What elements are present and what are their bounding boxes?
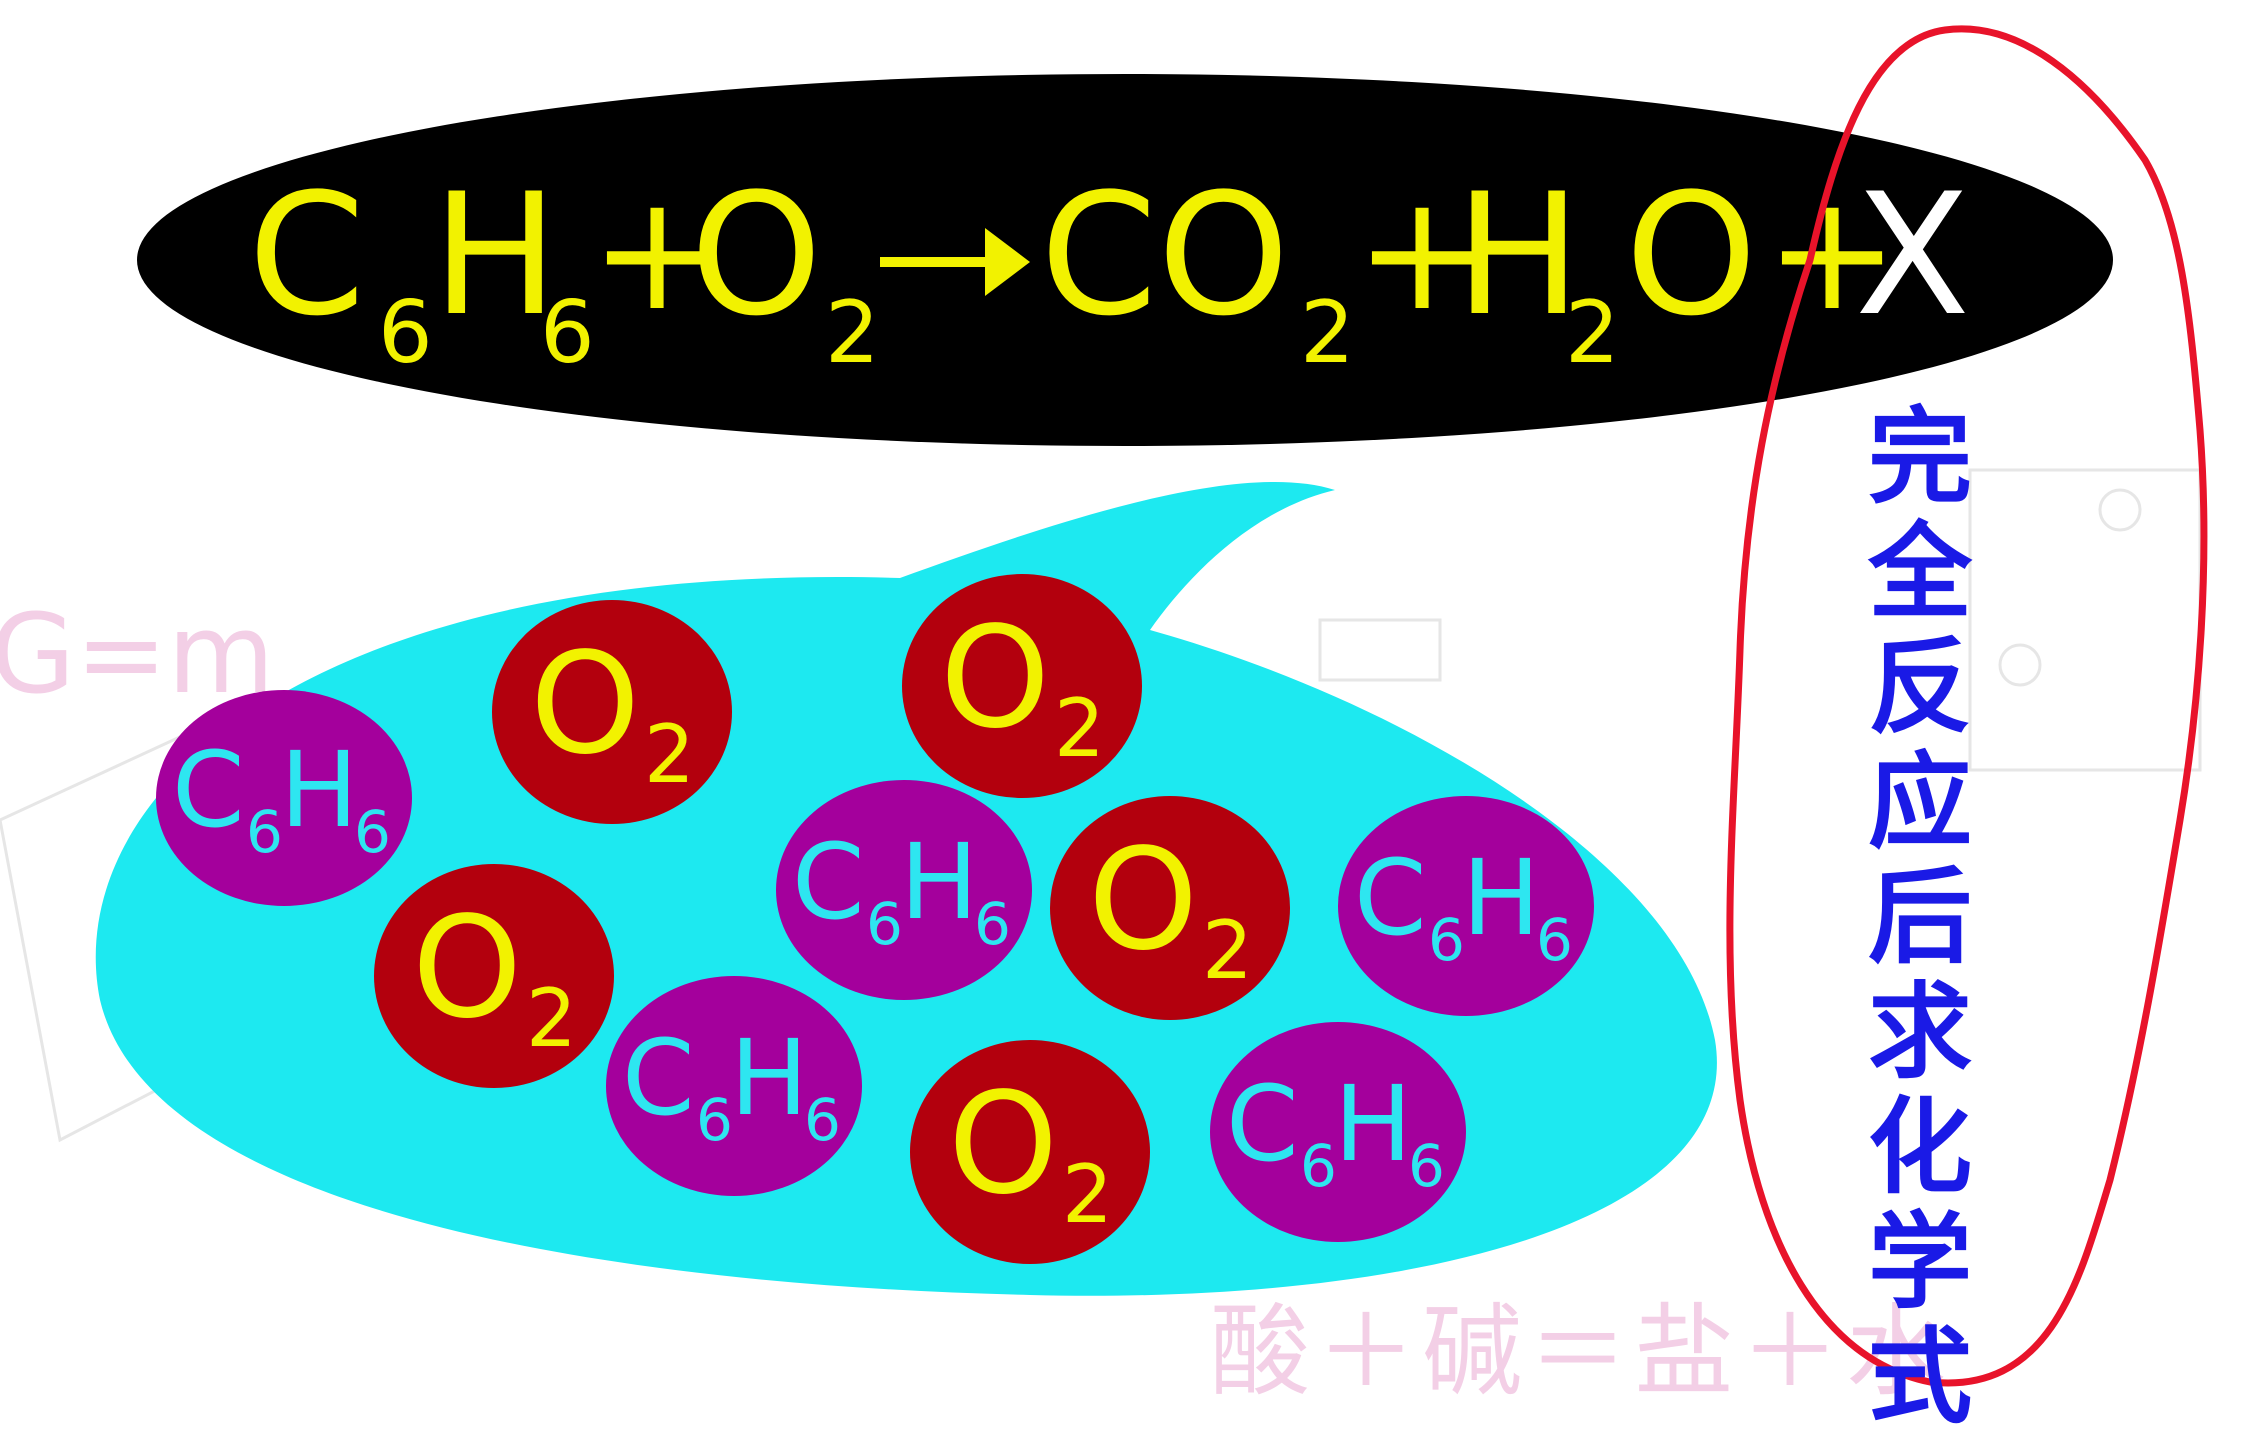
c6h6-h: H (1334, 1063, 1412, 1185)
c6h6-h: H (730, 1017, 808, 1139)
eq-h2o-h: H (1455, 157, 1581, 353)
eq-h2o-sub: 2 (1565, 283, 1620, 383)
o2-subscript: 2 (1054, 682, 1105, 775)
c6h6-sub2: 6 (974, 890, 1011, 958)
eq-o2-sub: 2 (825, 283, 880, 383)
red-circle-annotation (1726, 25, 2208, 1387)
o2-molecule-3: O 2 (374, 864, 614, 1088)
eq-c6h6-sub2: 6 (540, 283, 595, 383)
c6h6-c: C (1226, 1063, 1299, 1185)
watermark-formula: G=m (0, 590, 275, 718)
o2-label: O (412, 887, 522, 1050)
c6h6-c: C (1354, 837, 1427, 959)
eq-c6h6-c: C (248, 157, 365, 353)
o2-subscript: 2 (644, 708, 695, 801)
o2-molecule-1: O 2 (492, 600, 732, 824)
c6h6-sub1: 6 (1300, 1132, 1337, 1200)
chemical-equation: C 6 H 6 + O 2 CO 2 + H 2 O + X (248, 157, 1970, 383)
eq-o2-o: O (690, 157, 822, 353)
eq-unknown-x: X (1855, 157, 1970, 353)
note-char: 式 (1868, 1316, 1973, 1438)
arrow-head-icon (985, 228, 1030, 296)
c6h6-sub1: 6 (1428, 906, 1465, 974)
o2-subscript: 2 (1202, 904, 1253, 997)
o2-label: O (940, 597, 1050, 760)
note-char: 学 (1868, 1201, 1973, 1323)
c6h6-sub2: 6 (1408, 1132, 1445, 1200)
c6h6-h: H (900, 821, 978, 943)
c6h6-h: H (280, 729, 358, 851)
o2-molecule-2: O 2 (902, 574, 1142, 798)
c6h6-sub2: 6 (354, 798, 391, 866)
eq-plus-2: + (1355, 159, 1489, 346)
c6h6-sub1: 6 (866, 890, 903, 958)
c6h6-sub2: 6 (804, 1086, 841, 1154)
o2-subscript: 2 (526, 972, 577, 1065)
vertical-instruction-note: 完全反应后求化学式 (1868, 396, 1973, 1438)
c6h6-c: C (792, 821, 865, 943)
o2-molecule-4: O 2 (1050, 796, 1290, 1020)
note-char: 后 (1868, 856, 1973, 978)
eq-h2o-o: O (1625, 157, 1757, 353)
note-char: 求 (1868, 971, 1973, 1093)
note-char: 反 (1868, 626, 1973, 748)
c6h6-c: C (172, 729, 245, 851)
eq-c6h6-h: H (432, 157, 558, 353)
equation-banner (137, 74, 2113, 446)
c6h6-molecule-5: C 6 H 6 (1210, 1022, 1466, 1242)
c6h6-sub1: 6 (696, 1086, 733, 1154)
note-char: 完 (1868, 396, 1973, 518)
c6h6-h: H (1462, 837, 1540, 959)
eq-co2-sub: 2 (1300, 283, 1355, 383)
c6h6-molecule-1: C 6 H 6 (156, 690, 412, 906)
eq-co2-co: CO (1040, 157, 1290, 353)
eq-c6h6-sub1: 6 (378, 283, 433, 383)
o2-molecule-5: O 2 (910, 1040, 1150, 1264)
slide-canvas: C 6 H 6 + O 2 CO 2 + H 2 O + X O 2 O 2 O… (0, 25, 2208, 1387)
note-char: 全 (1868, 511, 1973, 633)
o2-subscript: 2 (1062, 1148, 1113, 1241)
eq-plus-1: + (590, 159, 724, 346)
c6h6-molecule-4: C 6 H 6 (606, 976, 862, 1196)
note-char: 应 (1868, 741, 1973, 863)
c6h6-molecule-3: C 6 H 6 (1338, 796, 1594, 1016)
o2-label: O (530, 623, 640, 786)
eq-plus-3: + (1765, 159, 1899, 346)
note-char: 化 (1868, 1086, 1973, 1208)
c6h6-molecule-2: C 6 H 6 (776, 780, 1032, 1000)
c6h6-sub1: 6 (246, 798, 283, 866)
o2-label: O (1088, 819, 1198, 982)
o2-label: O (948, 1063, 1058, 1226)
c6h6-sub2: 6 (1536, 906, 1573, 974)
c6h6-c: C (622, 1017, 695, 1139)
